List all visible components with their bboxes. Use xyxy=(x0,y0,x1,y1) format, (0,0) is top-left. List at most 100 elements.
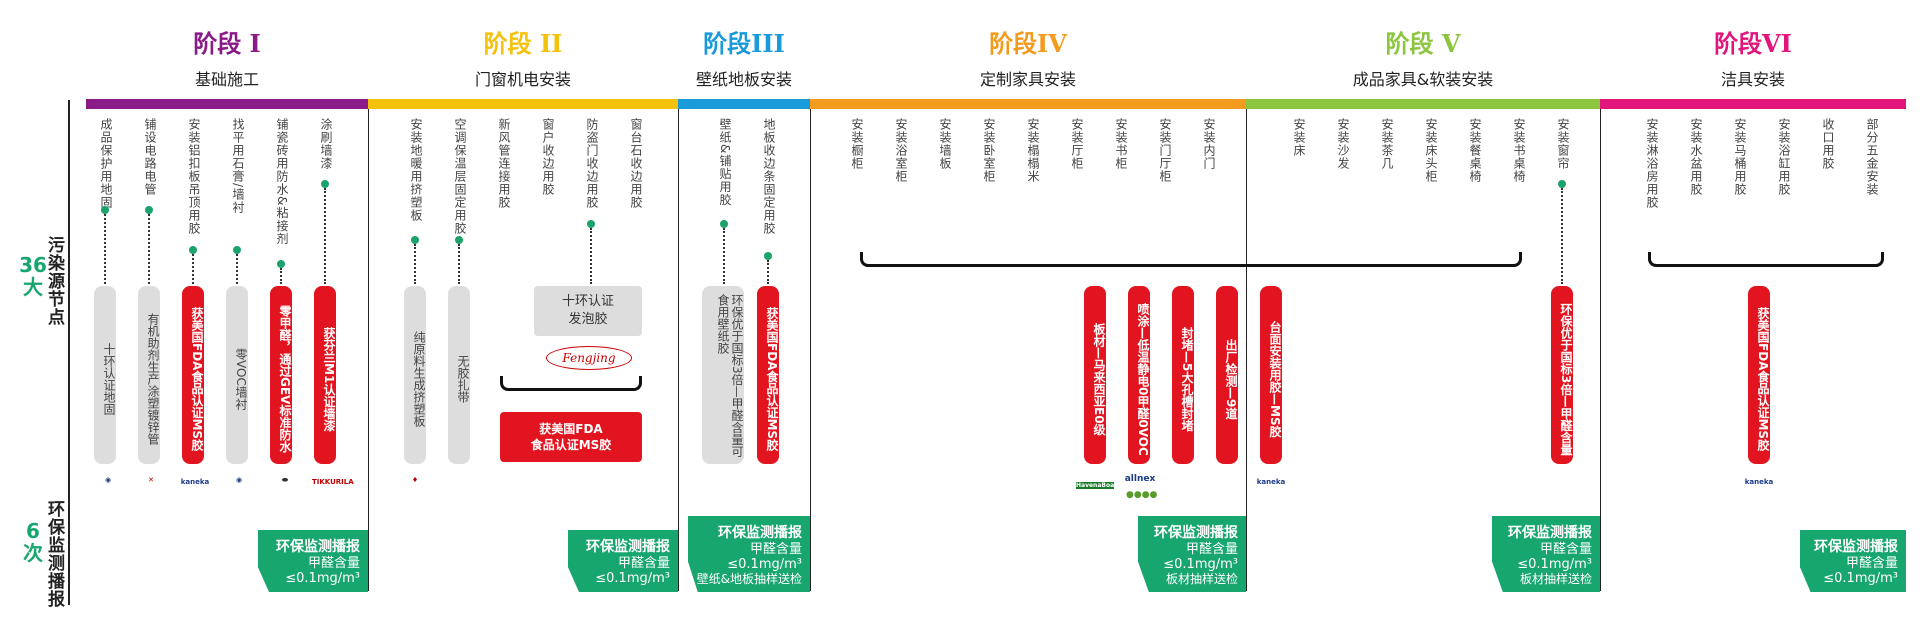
connector xyxy=(236,254,238,284)
stage-1-item: 找平用石膏/墙衬 xyxy=(231,118,245,215)
fengjing-logo: Fengjing xyxy=(546,346,632,370)
node-dot xyxy=(277,260,285,268)
egger-logo: HavenaBoard xyxy=(1076,482,1122,489)
stage-2-item: 安装地暖用挤塑板 xyxy=(409,118,423,222)
stage-4-item: 安装墙板 xyxy=(938,118,952,170)
stage-2-item: 空调保温层固定用胶 xyxy=(453,118,467,235)
stage-2-red-box: 获美国FDA 食品认证MS胶 xyxy=(500,412,642,462)
stage-4-item: 安装卧室柜 xyxy=(982,118,996,183)
stage-2-item: 窗户收边用胶 xyxy=(541,118,555,196)
stage-6-item: 安装浴缸用胶 xyxy=(1777,118,1791,196)
stage-4-bar xyxy=(810,99,1246,109)
stage-6-item: 收口用胶 xyxy=(1821,118,1835,170)
stage-3-pill: 环保优于国标3倍—甲醛含量可食用壁纸胶 xyxy=(702,286,744,464)
stage-1-bar xyxy=(86,99,368,109)
stage-2-pill: 无胶扎带 xyxy=(448,286,470,464)
connector xyxy=(767,260,769,284)
node-dot xyxy=(720,220,728,228)
stage-4-item: 安装橱柜 xyxy=(850,118,864,170)
stage-1-pill: 有机助剂生产涂塑镀锌管 xyxy=(138,286,160,464)
stage-5-pill: 台面安装用胶—MS胶 xyxy=(1260,286,1282,464)
stage-4-pill: 板材—马来西亚E0级 xyxy=(1084,286,1106,464)
stage-2-bar xyxy=(368,99,678,109)
node-dot xyxy=(411,236,419,244)
stage-5-title: 阶段 V xyxy=(1385,29,1461,58)
monitor-label: 环保监测播报 xyxy=(44,500,64,608)
stage-5-item: 安装茶几 xyxy=(1380,118,1394,170)
node-dot xyxy=(145,206,153,214)
stage-4-pill: 封堵—5大孔槽封堵 xyxy=(1172,286,1194,464)
stage-3-pill: 获美国FDA食品认证MS胶 xyxy=(757,286,779,464)
stage-1-item: 安装铝扣板吊顶用胶 xyxy=(187,118,201,235)
monitor-box-6: 环保监测播报甲醛含量≤0.1mg/m³ xyxy=(1800,530,1906,592)
stage-5-item: 安装书桌椅 xyxy=(1512,118,1526,183)
stage-1-pill: 获芬兰M1认证墙漆 xyxy=(314,286,336,464)
stage-5-item: 安装沙发 xyxy=(1336,118,1350,170)
brand-logo: ✕ xyxy=(148,476,154,484)
stage-5-item: 安装窗帘 xyxy=(1556,118,1570,170)
brand-logo: ●●●● xyxy=(1126,490,1158,500)
stage-3-subtitle: 壁纸地板安装 xyxy=(695,70,792,89)
stage-4-item: 安装门厅柜 xyxy=(1158,118,1172,183)
stage-3-item: 壁纸&铺贴用胶 xyxy=(718,118,732,207)
connector xyxy=(414,244,416,284)
node-dot xyxy=(189,246,197,254)
connector xyxy=(1561,188,1563,284)
stage-6-item: 安装淋浴房用胶 xyxy=(1645,118,1659,209)
stage-2-pill: 纯原料生成挤塑板 xyxy=(404,286,426,464)
divider xyxy=(810,109,811,591)
stage-3-item: 地板收边条固定用胶 xyxy=(762,118,776,235)
stage-2-brace xyxy=(500,376,642,391)
stage-4-pill: 出厂检测—9道 xyxy=(1216,286,1238,464)
divider xyxy=(678,109,679,591)
stage-3-title: 阶段III xyxy=(703,29,785,58)
stage-1-item: 铺瓷砖用防水&粘接剂 xyxy=(275,118,289,246)
stage-6-pill: 获美国FDA食品认证MS胶 xyxy=(1748,286,1770,464)
stage-5-item: 安装餐桌椅 xyxy=(1468,118,1482,183)
stage-5-item: 安装床头柜 xyxy=(1424,118,1438,183)
connector xyxy=(104,214,106,284)
divider xyxy=(1246,109,1247,591)
stage-1-title: 阶段 I xyxy=(193,29,261,58)
node-dot xyxy=(101,206,109,214)
left-axis-line xyxy=(68,100,70,605)
stage-2-gray-box: 十环认证 发泡胶 xyxy=(534,286,642,336)
brand-logo: ⬬ xyxy=(282,476,288,484)
node-dot xyxy=(587,220,595,228)
stage-1-pill: 零VOC墙衬 xyxy=(226,286,248,464)
stage-6-bar xyxy=(1600,99,1906,109)
stage-6-title: 阶段VI xyxy=(1714,29,1792,58)
connector xyxy=(192,254,194,284)
stage-1-subtitle: 基础施工 xyxy=(194,70,259,89)
stage-1-pill: 十环认证地固 xyxy=(94,286,116,464)
stage-2-title: 阶段 II xyxy=(483,29,563,58)
stage-1-item: 成品保护用地固 xyxy=(99,118,113,209)
stage-5-item: 安装床 xyxy=(1292,118,1306,157)
stage-6-brace xyxy=(1648,252,1884,267)
connector xyxy=(590,228,592,284)
stage-4-item: 安装内门 xyxy=(1202,118,1216,170)
stage-3-bar xyxy=(678,99,810,109)
stage-4-item: 安装榻榻米 xyxy=(1026,118,1040,183)
node-dot xyxy=(455,236,463,244)
stage-1-pill: 获美国FDA食品认证MS胶 xyxy=(182,286,204,464)
stage-2-item: 新风管连接用胶 xyxy=(497,118,511,209)
stage-2-item: 窗台石收边用胶 xyxy=(629,118,643,209)
node-dot xyxy=(1558,180,1566,188)
divider xyxy=(368,109,369,591)
stage-6-subtitle: 洁具安装 xyxy=(1720,70,1785,89)
connector xyxy=(723,228,725,284)
stage-5-subtitle: 成品家具&软装安装 xyxy=(1352,70,1494,89)
stage-4-subtitle: 定制家具安装 xyxy=(979,70,1076,89)
brand-logo: ◉ xyxy=(235,476,243,484)
stage-4-item: 安装浴室柜 xyxy=(894,118,908,183)
connector xyxy=(458,244,460,284)
stage-6-item: 安装马桶用胶 xyxy=(1733,118,1747,196)
brand-logo: ♦ xyxy=(411,476,419,484)
node-dot xyxy=(764,252,772,260)
